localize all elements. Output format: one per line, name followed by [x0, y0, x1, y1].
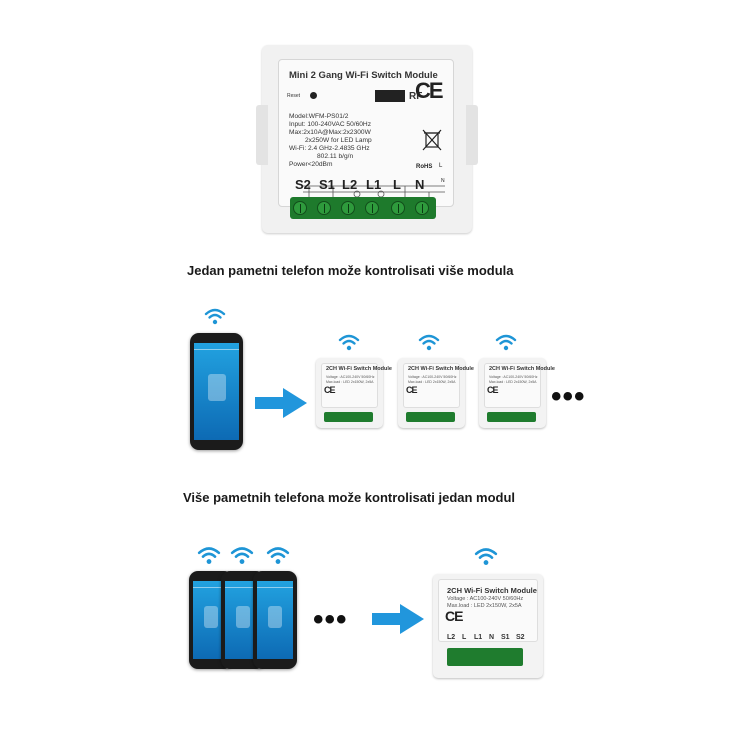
module-max-load: Max.load : LED 2x150W, 2x5A: [326, 380, 374, 384]
terminal-label-l2: L2: [447, 634, 456, 641]
caption-many-phones-one-module: Više pametnih telefona može kontrolisati…: [183, 490, 516, 505]
terminal-label-l1: L1: [474, 634, 483, 641]
wifi-icon: [474, 548, 498, 565]
screw-terminal: [391, 201, 405, 215]
spec-model: Model:WFM-PS01/2: [289, 113, 349, 120]
arrow-right-icon: [372, 604, 424, 634]
ce-mark-icon: CE: [487, 385, 498, 395]
spec-power: Power<20dBm: [289, 161, 333, 168]
module-title: Mini 2 Gang Wi-Fi Switch Module: [289, 70, 438, 81]
line-label: L: [439, 163, 443, 169]
terminal-block: [406, 412, 455, 422]
app-screen: [194, 343, 239, 440]
switch-module-product: Mini 2 Gang Wi-Fi Switch Module Reset RF…: [256, 45, 478, 233]
ellipsis-more-phones: •••: [313, 603, 348, 636]
mounting-ear-left: [256, 105, 268, 165]
reset-button[interactable]: [310, 92, 317, 99]
screw-terminal: [341, 201, 355, 215]
terminal-label-s2: S2: [516, 634, 525, 641]
reset-label: Reset: [287, 93, 301, 99]
ellipsis-more-modules: •••: [551, 380, 586, 413]
module-title: 2CH Wi-Fi Switch Module: [489, 366, 555, 372]
wifi-icon: [495, 334, 517, 351]
module-max-load: Max.load : LED 2x150W, 2x5A: [408, 380, 456, 384]
module-max-load: Max.load : LED 2x150W, 2x5A: [447, 603, 522, 609]
terminal-label-l: L: [393, 177, 401, 192]
ce-mark-icon: CE: [415, 78, 444, 103]
app-screen: [257, 581, 293, 659]
mounting-ear-right: [466, 105, 478, 165]
terminal-label-s2: S2: [295, 177, 311, 192]
terminal-label-s1: S1: [501, 634, 510, 641]
wifi-icon: [204, 308, 226, 325]
weee-bin-icon: [422, 129, 442, 151]
wifi-icon: [266, 547, 290, 564]
rohs-label: RoHS: [416, 164, 433, 170]
screw-terminal: [415, 201, 429, 215]
switch-module-small: 2CH Wi-Fi Switch Module Voltage : AC100-…: [316, 358, 392, 428]
terminal-label-n: N: [415, 177, 425, 192]
led-window: [375, 90, 405, 102]
spec-standard: 802.11 b/g/n: [317, 153, 354, 160]
ce-mark-icon: CE: [324, 385, 335, 395]
module-voltage: Voltage : AC100-240V 50/60Hz: [447, 596, 524, 602]
terminal-block: [324, 412, 373, 422]
module-title: 2CH Wi-Fi Switch Module: [447, 586, 537, 595]
screw-terminal: [317, 201, 331, 215]
ce-mark-icon: CE: [406, 385, 417, 395]
switch-module-large: 2CH Wi-Fi Switch Module Voltage : AC100-…: [433, 574, 543, 678]
terminal-block: [487, 412, 536, 422]
wifi-icon: [418, 334, 440, 351]
module-voltage: Voltage : AC100-240V 50/60Hz: [408, 375, 457, 379]
smartphone: [190, 333, 243, 450]
spec-led: 2x250W for LED Lamp: [305, 137, 372, 144]
rf-label: RF: [409, 91, 423, 102]
terminal-block: [290, 197, 436, 219]
screw-terminal: [365, 201, 379, 215]
module-title: 2CH Wi-Fi Switch Module: [326, 366, 392, 372]
module-max-load: Max.load : LED 2x150W, 2x5A: [489, 380, 537, 384]
terminal-block: [447, 648, 523, 666]
ce-mark-icon: CE: [445, 608, 463, 624]
switch-module-small: 2CH Wi-Fi Switch Module Voltage : AC100-…: [398, 358, 474, 428]
caption-one-phone-many-modules: Jedan pametni telefon može kontrolisati …: [187, 263, 514, 278]
terminal-label-l1: L1: [366, 177, 382, 192]
spec-input: Input: 100-240VAC 50/60Hz: [289, 121, 371, 128]
terminal-label-s1: S1: [319, 177, 335, 192]
smartphone: [253, 571, 297, 669]
switch-module-small: 2CH Wi-Fi Switch Module Voltage : AC100-…: [479, 358, 555, 428]
wifi-icon: [338, 334, 360, 351]
terminal-label-l2: L2: [342, 177, 358, 192]
module-voltage: Voltage : AC100-240V 50/60Hz: [489, 375, 538, 379]
spec-max: Max:2x10A@Max:2x2300W: [289, 129, 371, 136]
spec-wifi: Wi-Fi: 2.4 GHz-2.4835 GHz: [289, 145, 370, 152]
terminal-label-n: N: [489, 634, 495, 641]
module-title: 2CH Wi-Fi Switch Module: [408, 366, 474, 372]
screw-terminal: [293, 201, 307, 215]
module-voltage: Voltage : AC100-240V 50/60Hz: [326, 375, 375, 379]
wifi-icon: [197, 547, 221, 564]
module-label-plate: Mini 2 Gang Wi-Fi Switch Module Reset RF…: [278, 59, 454, 207]
neutral-label: N: [441, 178, 445, 184]
wifi-icon: [230, 547, 254, 564]
terminal-label-l: L: [462, 634, 467, 641]
arrow-right-icon: [255, 388, 307, 418]
